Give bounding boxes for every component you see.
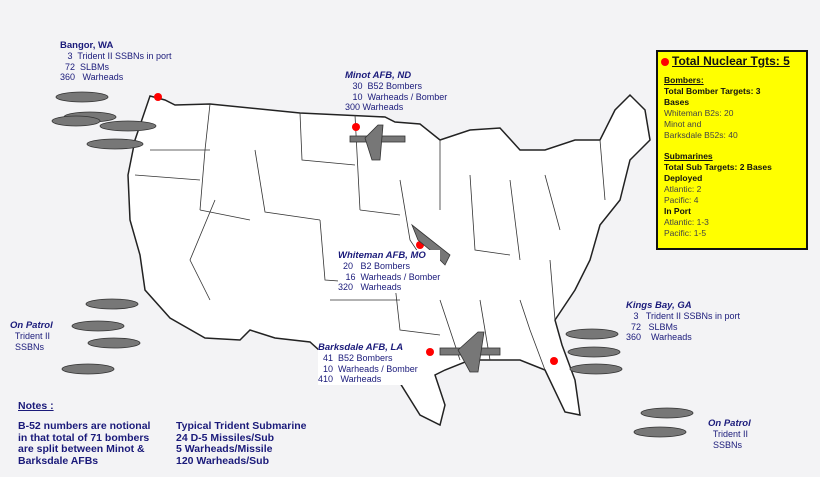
bases-label: Bases — [664, 97, 690, 107]
target-dot-kings-bay[interactable] — [550, 357, 558, 365]
sub-targets: Total Sub Targets: 2 Bases — [664, 162, 772, 172]
pacific-patrol-label: On Patrol Trident II SSBNs — [10, 320, 53, 352]
port-atlantic: Atlantic: 1-3 — [664, 217, 709, 227]
target-dot-barksdale[interactable] — [426, 348, 434, 356]
b52-bomber-icon — [439, 331, 501, 373]
target-dot-icon — [661, 58, 669, 66]
submarines-header: Submarines — [664, 151, 713, 161]
target-dot-whiteman[interactable] — [416, 241, 424, 249]
notes-title: Notes : — [18, 400, 54, 412]
kings-bay-title: Kings Bay, GA — [626, 300, 692, 311]
minot-and: Minot and — [664, 119, 702, 129]
whiteman-label: Whiteman AFB, MO 20 B2 Bombers 16 Warhea… — [338, 250, 441, 293]
whiteman-stats: 20 B2 Bombers 16 Warheads / Bomber 320 W… — [338, 261, 441, 292]
deployed-atlantic: Atlantic: 2 — [664, 184, 702, 194]
kings-bay-stats: 3 Trident II SSBNs in port 72 SLBMs 360 … — [626, 311, 741, 342]
summary-title: Total Nuclear Tgts: 5 — [672, 54, 790, 68]
kings-bay-label: Kings Bay, GA 3 Trident II SSBNs in port… — [626, 300, 740, 343]
whiteman-title: Whiteman AFB, MO — [338, 250, 426, 261]
atlantic-patrol-text: Trident II SSBNs — [712, 429, 749, 450]
bangor-label: Bangor, WA 3 Trident II SSBNs in port 72… — [60, 40, 172, 83]
submarine-icon — [565, 328, 623, 375]
bangor-stats: 3 Trident II SSBNs in port 72 SLBMs 360 … — [60, 51, 172, 82]
deployed-label: Deployed — [664, 173, 703, 183]
summary-panel: Total Nuclear Tgts: 5 Bombers: Total Bom… — [656, 50, 808, 250]
whiteman-count: Whiteman B2s: 20 — [664, 108, 734, 118]
submarine-icon — [633, 407, 694, 438]
notes-b52: B-52 numbers are notional in that total … — [18, 420, 151, 467]
barksdale-count: Barksdale B52s: 40 — [664, 130, 738, 140]
barksdale-title: Barksdale AFB, LA — [318, 342, 404, 353]
atlantic-patrol-title: On Patrol — [708, 418, 751, 429]
pacific-patrol-title: On Patrol — [10, 320, 53, 331]
barksdale-label: Barksdale AFB, LA 41 B52 Bombers 10 Warh… — [318, 342, 418, 385]
submarine-icon — [51, 91, 157, 150]
minot-title: Minot AFB, ND — [345, 70, 412, 81]
barksdale-stats: 41 B52 Bombers 10 Warheads / Bomber 410 … — [318, 353, 418, 384]
notes-submarine: Typical Trident Submarine 24 D-5 Missile… — [176, 420, 307, 467]
minot-stats: 30 B52 Bombers 10 Warheads / Bomber 300 … — [345, 81, 448, 112]
state-borders — [134, 103, 606, 371]
minot-label: Minot AFB, ND 30 B52 Bombers 10 Warheads… — [345, 70, 447, 113]
bomber-targets: Total Bomber Targets: 3 — [664, 86, 761, 96]
target-dot-bangor[interactable] — [154, 93, 162, 101]
deployed-pacific: Pacific: 4 — [664, 195, 699, 205]
target-dot-minot[interactable] — [352, 123, 360, 131]
port-pacific: Pacific: 1-5 — [664, 228, 707, 238]
bombers-header: Bombers: — [664, 75, 704, 85]
b52-bomber-icon — [349, 124, 406, 161]
in-port-label: In Port — [664, 206, 691, 216]
bangor-title: Bangor, WA — [60, 40, 114, 51]
pacific-patrol-text: Trident II SSBNs — [14, 331, 51, 352]
submarine-icon — [61, 298, 141, 375]
atlantic-patrol-label: On Patrol Trident II SSBNs — [708, 418, 751, 450]
